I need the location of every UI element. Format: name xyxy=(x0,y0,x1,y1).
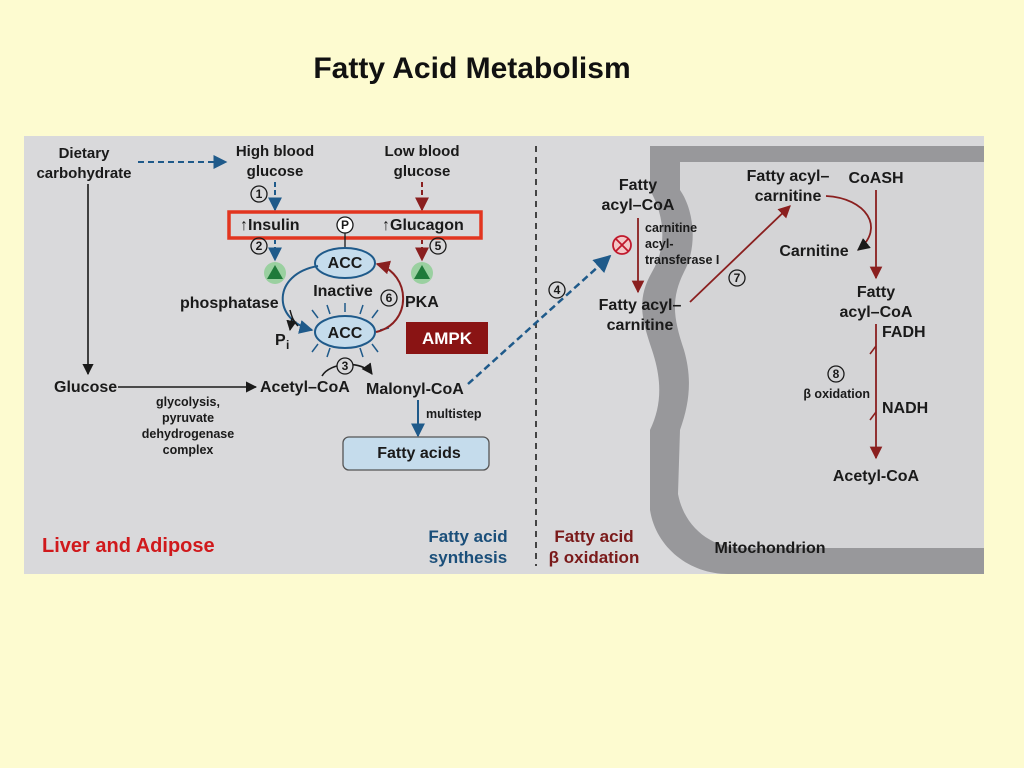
inactive-label: Inactive xyxy=(313,283,373,300)
carnitine-transport-arrow xyxy=(689,205,791,303)
acetyl-coa-label: Acetyl–CoA xyxy=(260,379,350,396)
hormone-box xyxy=(227,210,483,240)
pi-pointer xyxy=(286,317,297,332)
high-glucose-line2: glucose xyxy=(247,163,304,180)
fatty-acids-box xyxy=(342,436,490,471)
step-2-circle xyxy=(250,237,268,255)
glucagon-label: ↑Glucagon xyxy=(382,217,464,234)
low-glucose-line2: glucose xyxy=(394,163,451,180)
phosphatase-triangle-icon xyxy=(267,265,283,279)
malonyl-coa-label: Malonyl-CoA xyxy=(366,381,464,398)
multistep-label: multistep xyxy=(426,407,482,421)
acc-inactive-ellipse xyxy=(314,247,376,279)
fatty-acyl-carnitine-right-line2: carnitine xyxy=(755,188,822,205)
glycolysis-note-line4: complex xyxy=(163,443,214,457)
fatty-acids-label: Fatty acids xyxy=(377,445,461,462)
inhibition-cross-icon xyxy=(615,238,629,252)
step-5-number: 5 xyxy=(435,239,442,253)
pi-release-arrow xyxy=(289,309,299,327)
cat-enzyme-line3: transferase I xyxy=(645,253,719,267)
step-7-number: 7 xyxy=(734,271,741,285)
pka-triangle-icon xyxy=(414,265,430,279)
phosphatase-cycle-arrow xyxy=(281,265,319,334)
mitochondrion-inner xyxy=(674,162,984,548)
ampk-label: AMPK xyxy=(422,329,473,348)
acc-active-ellipse xyxy=(314,315,376,349)
high-glucose-line1: High blood xyxy=(236,143,314,160)
phosphatase-label: phosphatase xyxy=(180,295,279,312)
step-6-number: 6 xyxy=(386,291,393,305)
pi-subscript: i xyxy=(286,338,289,352)
liver-adipose-label: Liver and Adipose xyxy=(42,535,215,557)
cat-enzyme-line2: acyl- xyxy=(645,237,674,251)
nadh-tick xyxy=(869,411,877,421)
pka-cycle-arrow xyxy=(375,260,405,333)
carnitine-label: Carnitine xyxy=(779,243,848,260)
glucose-label: Glucose xyxy=(54,379,117,396)
step-8-circle xyxy=(827,365,845,383)
synthesis-label-line1: Fatty acid xyxy=(428,527,507,546)
coash-to-carnitine-arrow xyxy=(825,195,872,251)
beta-oxidation-label: β oxidation xyxy=(803,387,870,401)
oxidation-label-line1: Fatty acid xyxy=(554,527,633,546)
step-6-circle xyxy=(380,289,398,307)
step-5-circle xyxy=(429,237,447,255)
fatty-acyl-carnitine-right-line1: Fatty acyl– xyxy=(747,168,830,185)
fatty-acyl-coa-right-line1: Fatty xyxy=(857,284,895,301)
acetyl-coa-right-label: Acetyl-CoA xyxy=(833,468,920,485)
low-glucose-line1: Low blood xyxy=(385,143,460,160)
pka-label: PKA xyxy=(405,294,439,311)
step-1-number: 1 xyxy=(256,187,263,201)
fatty-acyl-coa-right-line2: acyl–CoA xyxy=(840,304,913,321)
step-1-circle xyxy=(250,185,268,203)
fatty-acyl-carnitine-left-line1: Fatty acyl– xyxy=(599,297,682,314)
step-3-circle xyxy=(336,357,354,375)
dietary-label-line2: carbohydrate xyxy=(36,165,131,182)
step-7-circle xyxy=(728,269,746,287)
oxidation-label-line2: β oxidation xyxy=(549,548,640,567)
cat-enzyme-line1: carnitine xyxy=(645,221,697,235)
fadh-label: FADH xyxy=(882,324,926,341)
phosphate-label: P xyxy=(341,218,349,232)
glycolysis-note-line2: pyruvate xyxy=(162,411,214,425)
dietary-label-line1: Dietary xyxy=(59,145,111,162)
fatty-acyl-coa-left-line1: Fatty xyxy=(619,177,657,194)
mitochondrion-label: Mitochondrion xyxy=(714,540,825,557)
glycolysis-note-line1: glycolysis, xyxy=(156,395,220,409)
acc-inactive-label: ACC xyxy=(328,255,363,272)
insulin-label: ↑Insulin xyxy=(240,217,300,234)
pi-label: P xyxy=(275,332,286,349)
malonyl-inhibits-cat-arrow xyxy=(467,254,612,385)
slide-title: Fatty Acid Metabolism xyxy=(313,52,631,85)
nadh-label: NADH xyxy=(882,400,928,417)
step-4-number: 4 xyxy=(554,283,561,297)
ampk-box xyxy=(406,322,488,354)
glycolysis-note-line3: dehydrogenase xyxy=(142,427,234,441)
step-2-number: 2 xyxy=(256,239,263,253)
synthesis-label-line2: synthesis xyxy=(429,548,507,567)
fatty-acyl-carnitine-left-line2: carnitine xyxy=(607,317,674,334)
step-3-number: 3 xyxy=(342,359,349,373)
coash-label: CoASH xyxy=(848,170,903,187)
step-8-number: 8 xyxy=(833,367,840,381)
step-4-circle xyxy=(548,281,566,299)
fadh-tick xyxy=(869,345,877,355)
fatty-acyl-coa-left-line2: acyl–CoA xyxy=(602,197,675,214)
acc-active-label: ACC xyxy=(328,325,363,342)
